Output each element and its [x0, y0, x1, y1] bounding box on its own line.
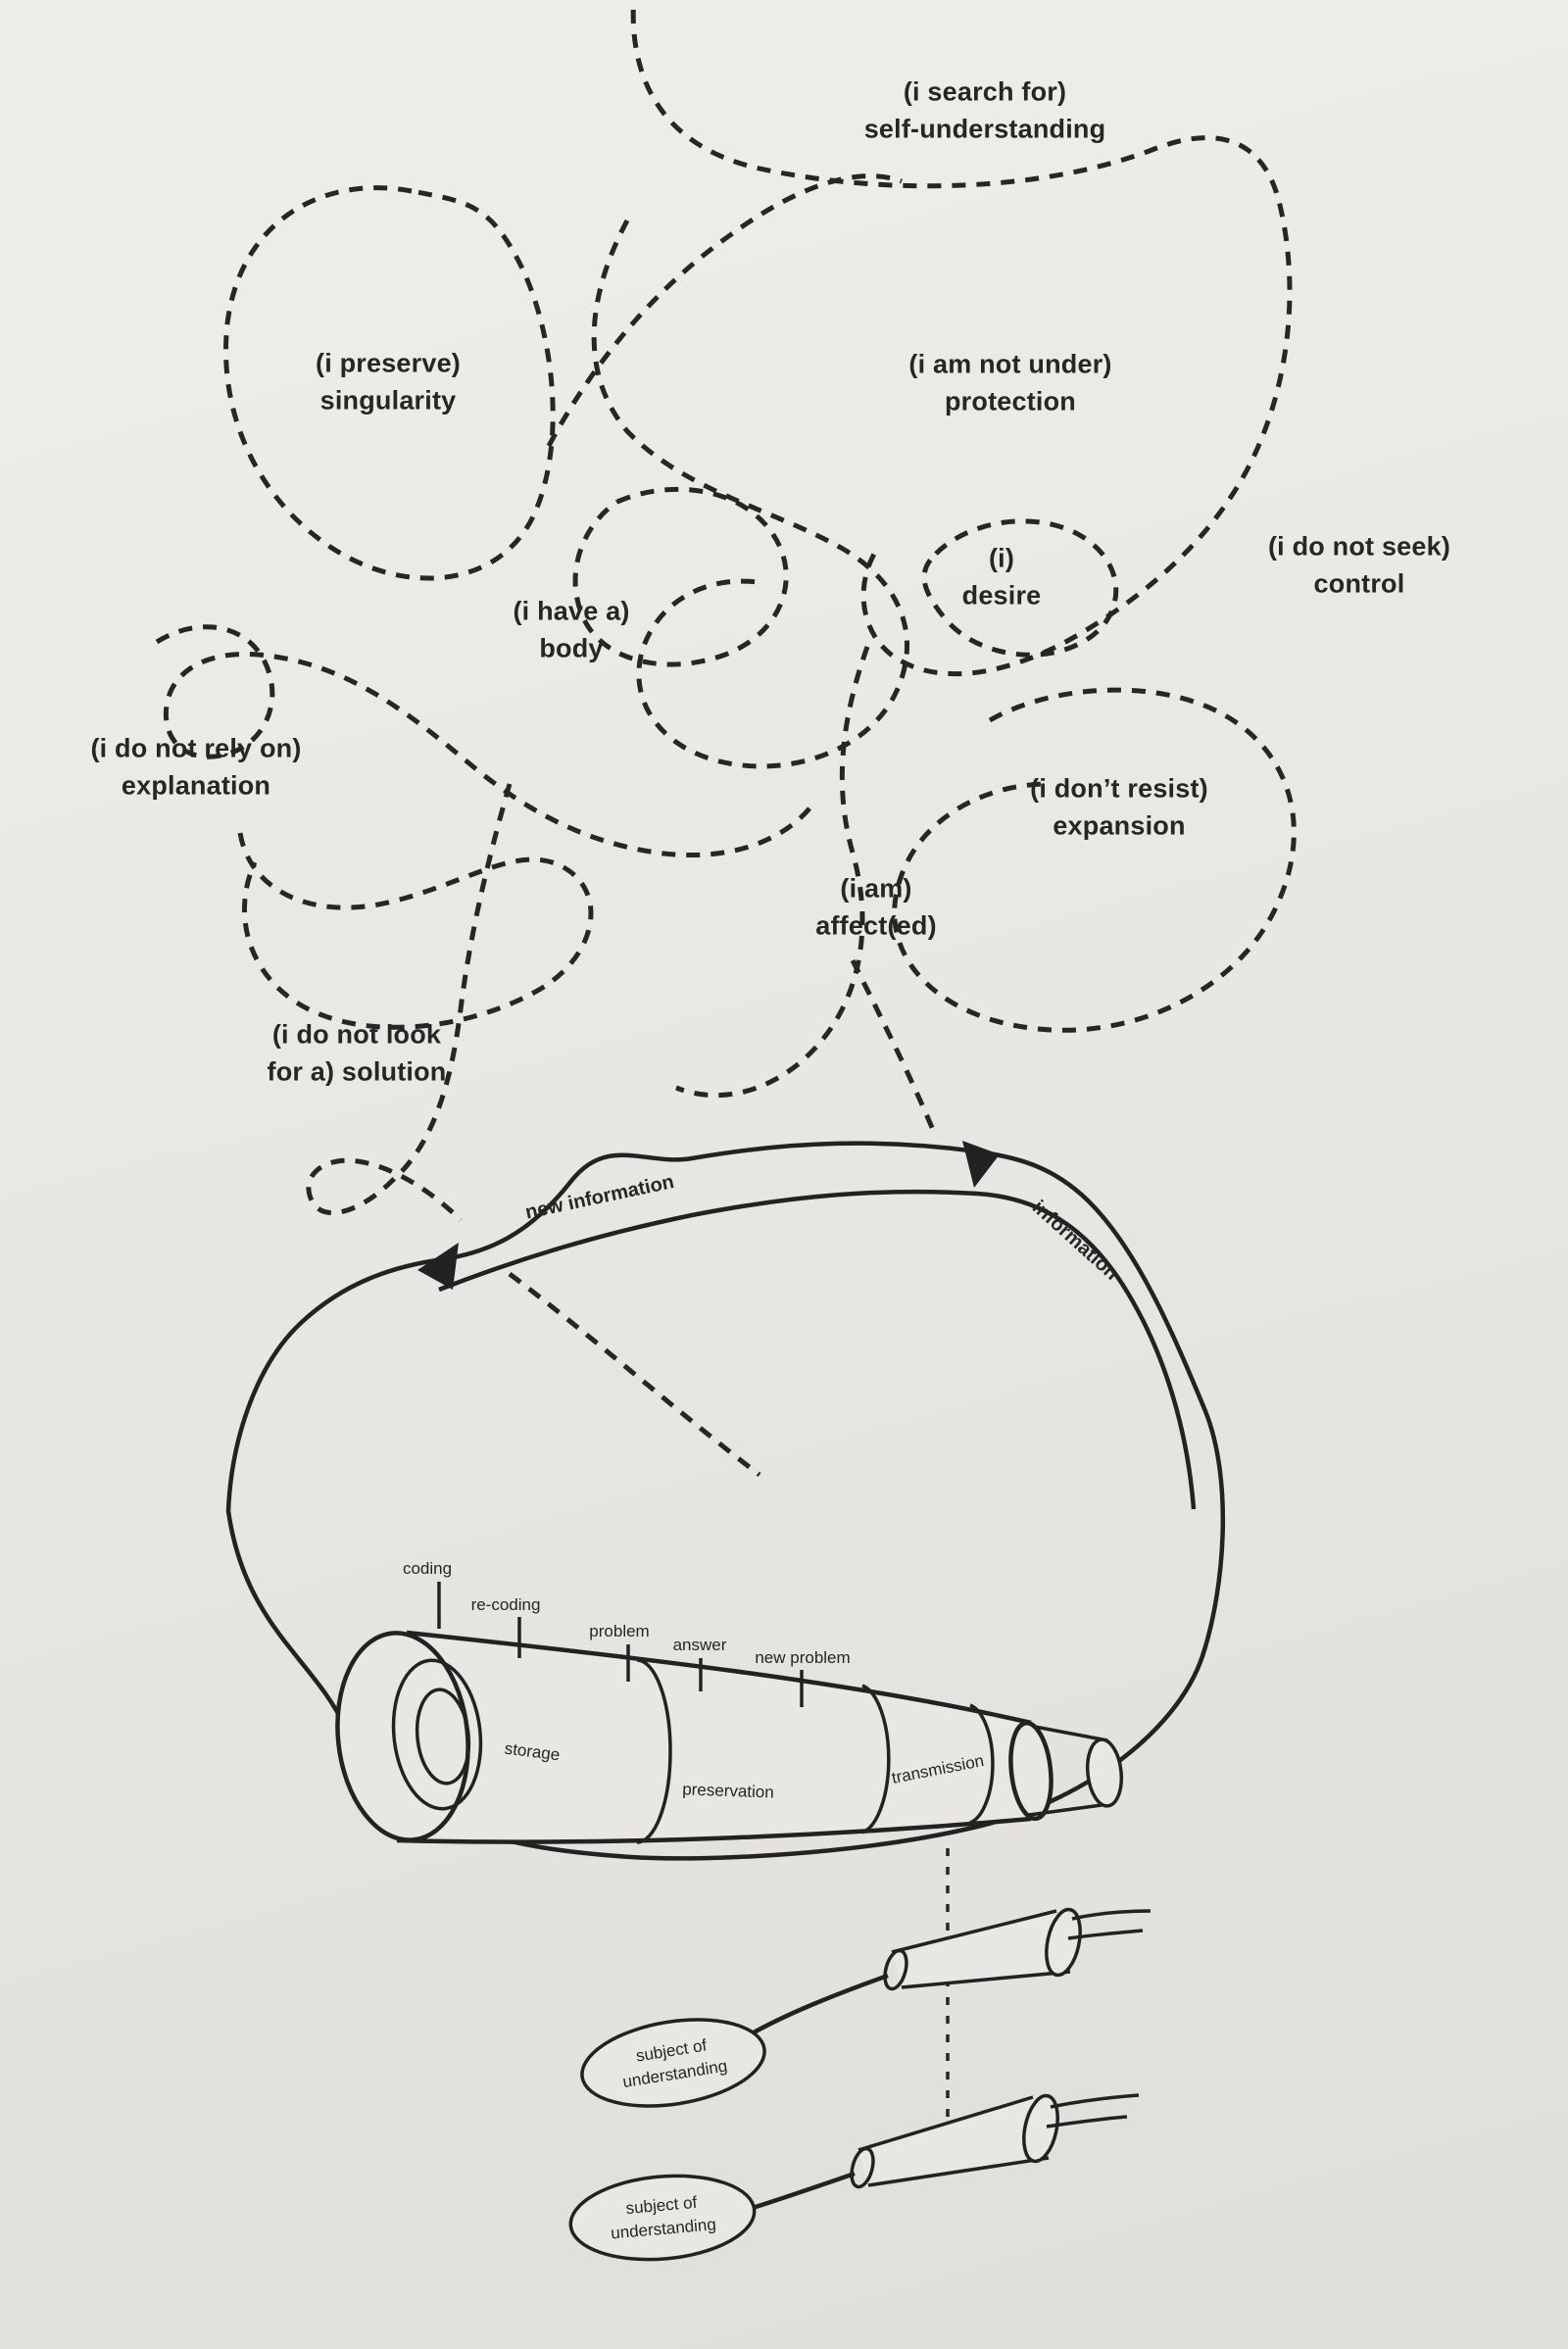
arrow-information	[962, 1141, 1000, 1188]
label-desire: (i) desire	[961, 543, 1042, 611]
cone-1-mouth	[1045, 1907, 1082, 1978]
cable-1	[745, 1973, 889, 2038]
subject-ellipse-1	[580, 2018, 766, 2108]
loop-outline	[225, 1141, 1226, 1861]
arrow-new-information	[417, 1243, 459, 1290]
transmitter-1	[580, 1907, 1152, 2108]
stub-end-ellipse	[1085, 1737, 1124, 1808]
label-preservation: preservation	[681, 1780, 775, 1802]
label-problem: problem	[589, 1621, 650, 1640]
scribble-expansion-loop	[892, 687, 1297, 1033]
label-control: (i do not seek) control	[1267, 531, 1451, 599]
transmitter-2	[568, 2093, 1140, 2262]
cone-1-bottom	[901, 1970, 1071, 1989]
scribble-affected-descender	[675, 646, 870, 1099]
cone-1-whisker-a	[1071, 1909, 1152, 1921]
cone-1-whisker-b	[1067, 1929, 1144, 1940]
cone-2-bottom	[867, 2156, 1050, 2187]
label-protection: (i am not under) protection	[908, 349, 1112, 416]
tube-top-wall	[406, 1630, 1032, 1726]
stub-top-wall	[1034, 1725, 1108, 1742]
scribble-upper-left-loop	[223, 185, 556, 581]
scribble-lower-left-loop	[237, 832, 594, 1030]
cone-2-fill	[858, 2097, 1049, 2185]
stub-bottom-wall	[1028, 1803, 1102, 1817]
scribble-right-descender	[850, 958, 939, 1138]
label-singularity: (i preserve) singularity	[316, 348, 461, 416]
label-body: (i have a) body	[513, 596, 630, 663]
scribble-upper-connector	[546, 173, 903, 448]
subject-ellipse-2	[568, 2174, 757, 2262]
scribble-inside-loop-diagonal	[508, 1272, 761, 1477]
label-expansion: (i don’t resist) expansion	[1030, 773, 1208, 841]
scribble-body-loop	[572, 486, 789, 667]
label-self-understanding: (i search for) self-understanding	[863, 76, 1106, 144]
tube-segment-arc-transmission	[969, 1703, 995, 1825]
cable-2	[742, 2171, 856, 2214]
cone-2-whisker-b	[1046, 2115, 1128, 2129]
cone-2-whisker-a	[1050, 2093, 1140, 2109]
cone-2-mouth	[1022, 2093, 1059, 2164]
label-explanation: (i do not rely on) explanation	[90, 733, 302, 801]
scribble-left-descender	[155, 624, 815, 857]
tube-left-inner-ellipse	[391, 1658, 483, 1811]
tube-left-core-ellipse	[415, 1688, 471, 1786]
label-subject-of-understanding-2: subject of understanding	[610, 2192, 717, 2243]
cone-2-top	[858, 2095, 1034, 2152]
loop-inner-band	[438, 1189, 1197, 1510]
label-affected: (i am) affect(ed)	[815, 873, 937, 941]
label-new-problem: new problem	[755, 1647, 851, 1667]
label-answer: answer	[672, 1635, 727, 1654]
tube-bottom-wall	[396, 1816, 1032, 1844]
label-solution: (i do not look for a) solution	[267, 1019, 447, 1087]
tube-segment-arc-storage	[636, 1658, 672, 1844]
cone-2-tip	[850, 2146, 875, 2189]
tube-segment-arc-preservation	[861, 1684, 891, 1835]
tube-right-ellipse	[1008, 1720, 1054, 1822]
tube-assembly	[335, 1582, 1124, 1844]
information-loop	[225, 1141, 1226, 1861]
scribble-band-descender	[306, 783, 513, 1222]
cone-1-top	[891, 1909, 1057, 1954]
cone-1-fill	[892, 1911, 1070, 1987]
scribble-desire-loop	[921, 518, 1119, 658]
cone-1-tip	[883, 1948, 908, 1991]
label-coding: coding	[402, 1558, 453, 1578]
label-re-coding: re-coding	[470, 1594, 541, 1614]
dashed-scribbles	[155, 0, 1297, 1477]
tube-body-fill	[397, 1633, 1031, 1842]
scribble-center-tangle	[591, 219, 910, 769]
